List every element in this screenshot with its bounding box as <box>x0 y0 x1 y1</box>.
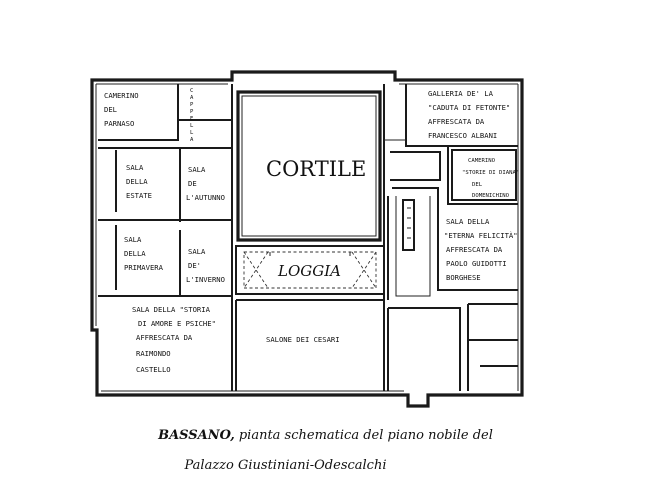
label-letter: C <box>190 88 193 94</box>
label-line: FRANCESCO ALBANI <box>428 131 497 140</box>
label-letter: P <box>190 102 194 108</box>
label-line: DOMENICHINO <box>472 193 510 199</box>
label-line: AFFRESCATA DA <box>428 117 485 126</box>
room-label-galleria: GALLERIA DE' LA "CADUTA DI FETONTE" AFFR… <box>428 89 510 140</box>
west-wing-walls <box>98 84 233 297</box>
east-wing-walls <box>383 84 518 300</box>
room-label-salone-cesari: SALONE DEI CESARI <box>266 335 340 344</box>
label-line: SALA <box>124 235 142 244</box>
room-label-sala-inverno: SALA DE' L'INVERNO <box>186 247 225 284</box>
caption-line-1: BASSANO, pianta schematica del piano nob… <box>0 428 651 443</box>
label-line: ESTATE <box>126 191 152 200</box>
label-line: CAMERINO <box>468 158 496 164</box>
label-line: GALLERIA DE' LA <box>428 89 494 98</box>
label-line: DELLA <box>124 249 146 258</box>
caption-description: pianta schematica del piano nobile del <box>234 428 493 443</box>
label-line: DEL <box>104 105 117 114</box>
room-label-sala-amore-psiche: SALA DELLA "STORIA DI AMORE E PSICHE" AF… <box>132 305 216 374</box>
label-line: "CADUTA DI FETONTE" <box>428 103 510 112</box>
cortile-walls <box>236 90 382 242</box>
label-line: DI AMORE E PSICHE" <box>138 319 216 328</box>
label-letter: A <box>190 95 194 101</box>
label-line: RAIMONDO <box>136 349 171 358</box>
label-line: L'INVERNO <box>186 275 225 284</box>
room-label-cortile: CORTILE <box>266 157 366 181</box>
room-label-sala-primavera: SALA DELLA PRIMAVERA <box>124 235 164 272</box>
label-line: PAOLO GUIDOTTI <box>446 259 507 268</box>
outer-walls <box>90 70 524 408</box>
label-line: SALA <box>126 163 144 172</box>
label-line: SALA DELLA "STORIA <box>132 305 211 314</box>
label-letter: L <box>190 123 194 129</box>
room-label-loggia: LOGGIA <box>277 262 341 280</box>
label-line: DELLA <box>126 177 148 186</box>
label-line: CASTELLO <box>136 365 171 374</box>
label-letter: E <box>190 116 194 122</box>
room-label-camerino-diana: CAMERINO "STORIE DI DIANA" DEL DOMENICHI… <box>462 158 519 199</box>
room-label-camerino-parnaso: CAMERINO DEL PARNASO <box>104 91 139 128</box>
label-line: SALA DELLA <box>446 217 490 226</box>
label-line: PARNASO <box>104 119 134 128</box>
label-line: AFFRESCATA DA <box>136 333 193 342</box>
room-label-cappella: C A P P E L L A <box>190 88 194 143</box>
room-label-sala-estate: SALA DELLA ESTATE <box>126 163 152 200</box>
label-line: DE <box>188 179 197 188</box>
label-line: "STORIE DI DIANA" <box>462 170 519 176</box>
label-letter: A <box>190 137 194 143</box>
south-walls <box>231 296 518 391</box>
label-line: BORGHESE <box>446 273 481 282</box>
caption-place: BASSANO, <box>158 428 235 443</box>
label-line: DEL <box>472 182 483 188</box>
label-line: "ETERNA FELICITÀ" <box>444 231 518 240</box>
caption-line-2: Palazzo Giustiniani-Odescalchi <box>184 458 387 473</box>
label-line: DE' <box>188 261 201 270</box>
label-line: CAMERINO <box>104 91 139 100</box>
label-line: AFFRESCATA DA <box>446 245 503 254</box>
label-line: PRIMAVERA <box>124 263 164 272</box>
label-letter: P <box>190 109 194 115</box>
label-line: SALA <box>188 165 206 174</box>
label-letter: L <box>190 130 194 136</box>
room-label-sala-autunno: SALA DE L'AUTUNNO <box>186 165 225 202</box>
label-line: L'AUTUNNO <box>186 193 225 202</box>
room-label-sala-eterna-felicita: SALA DELLA "ETERNA FELICITÀ" AFFRESCATA … <box>444 217 518 282</box>
label-line: SALA <box>188 247 206 256</box>
